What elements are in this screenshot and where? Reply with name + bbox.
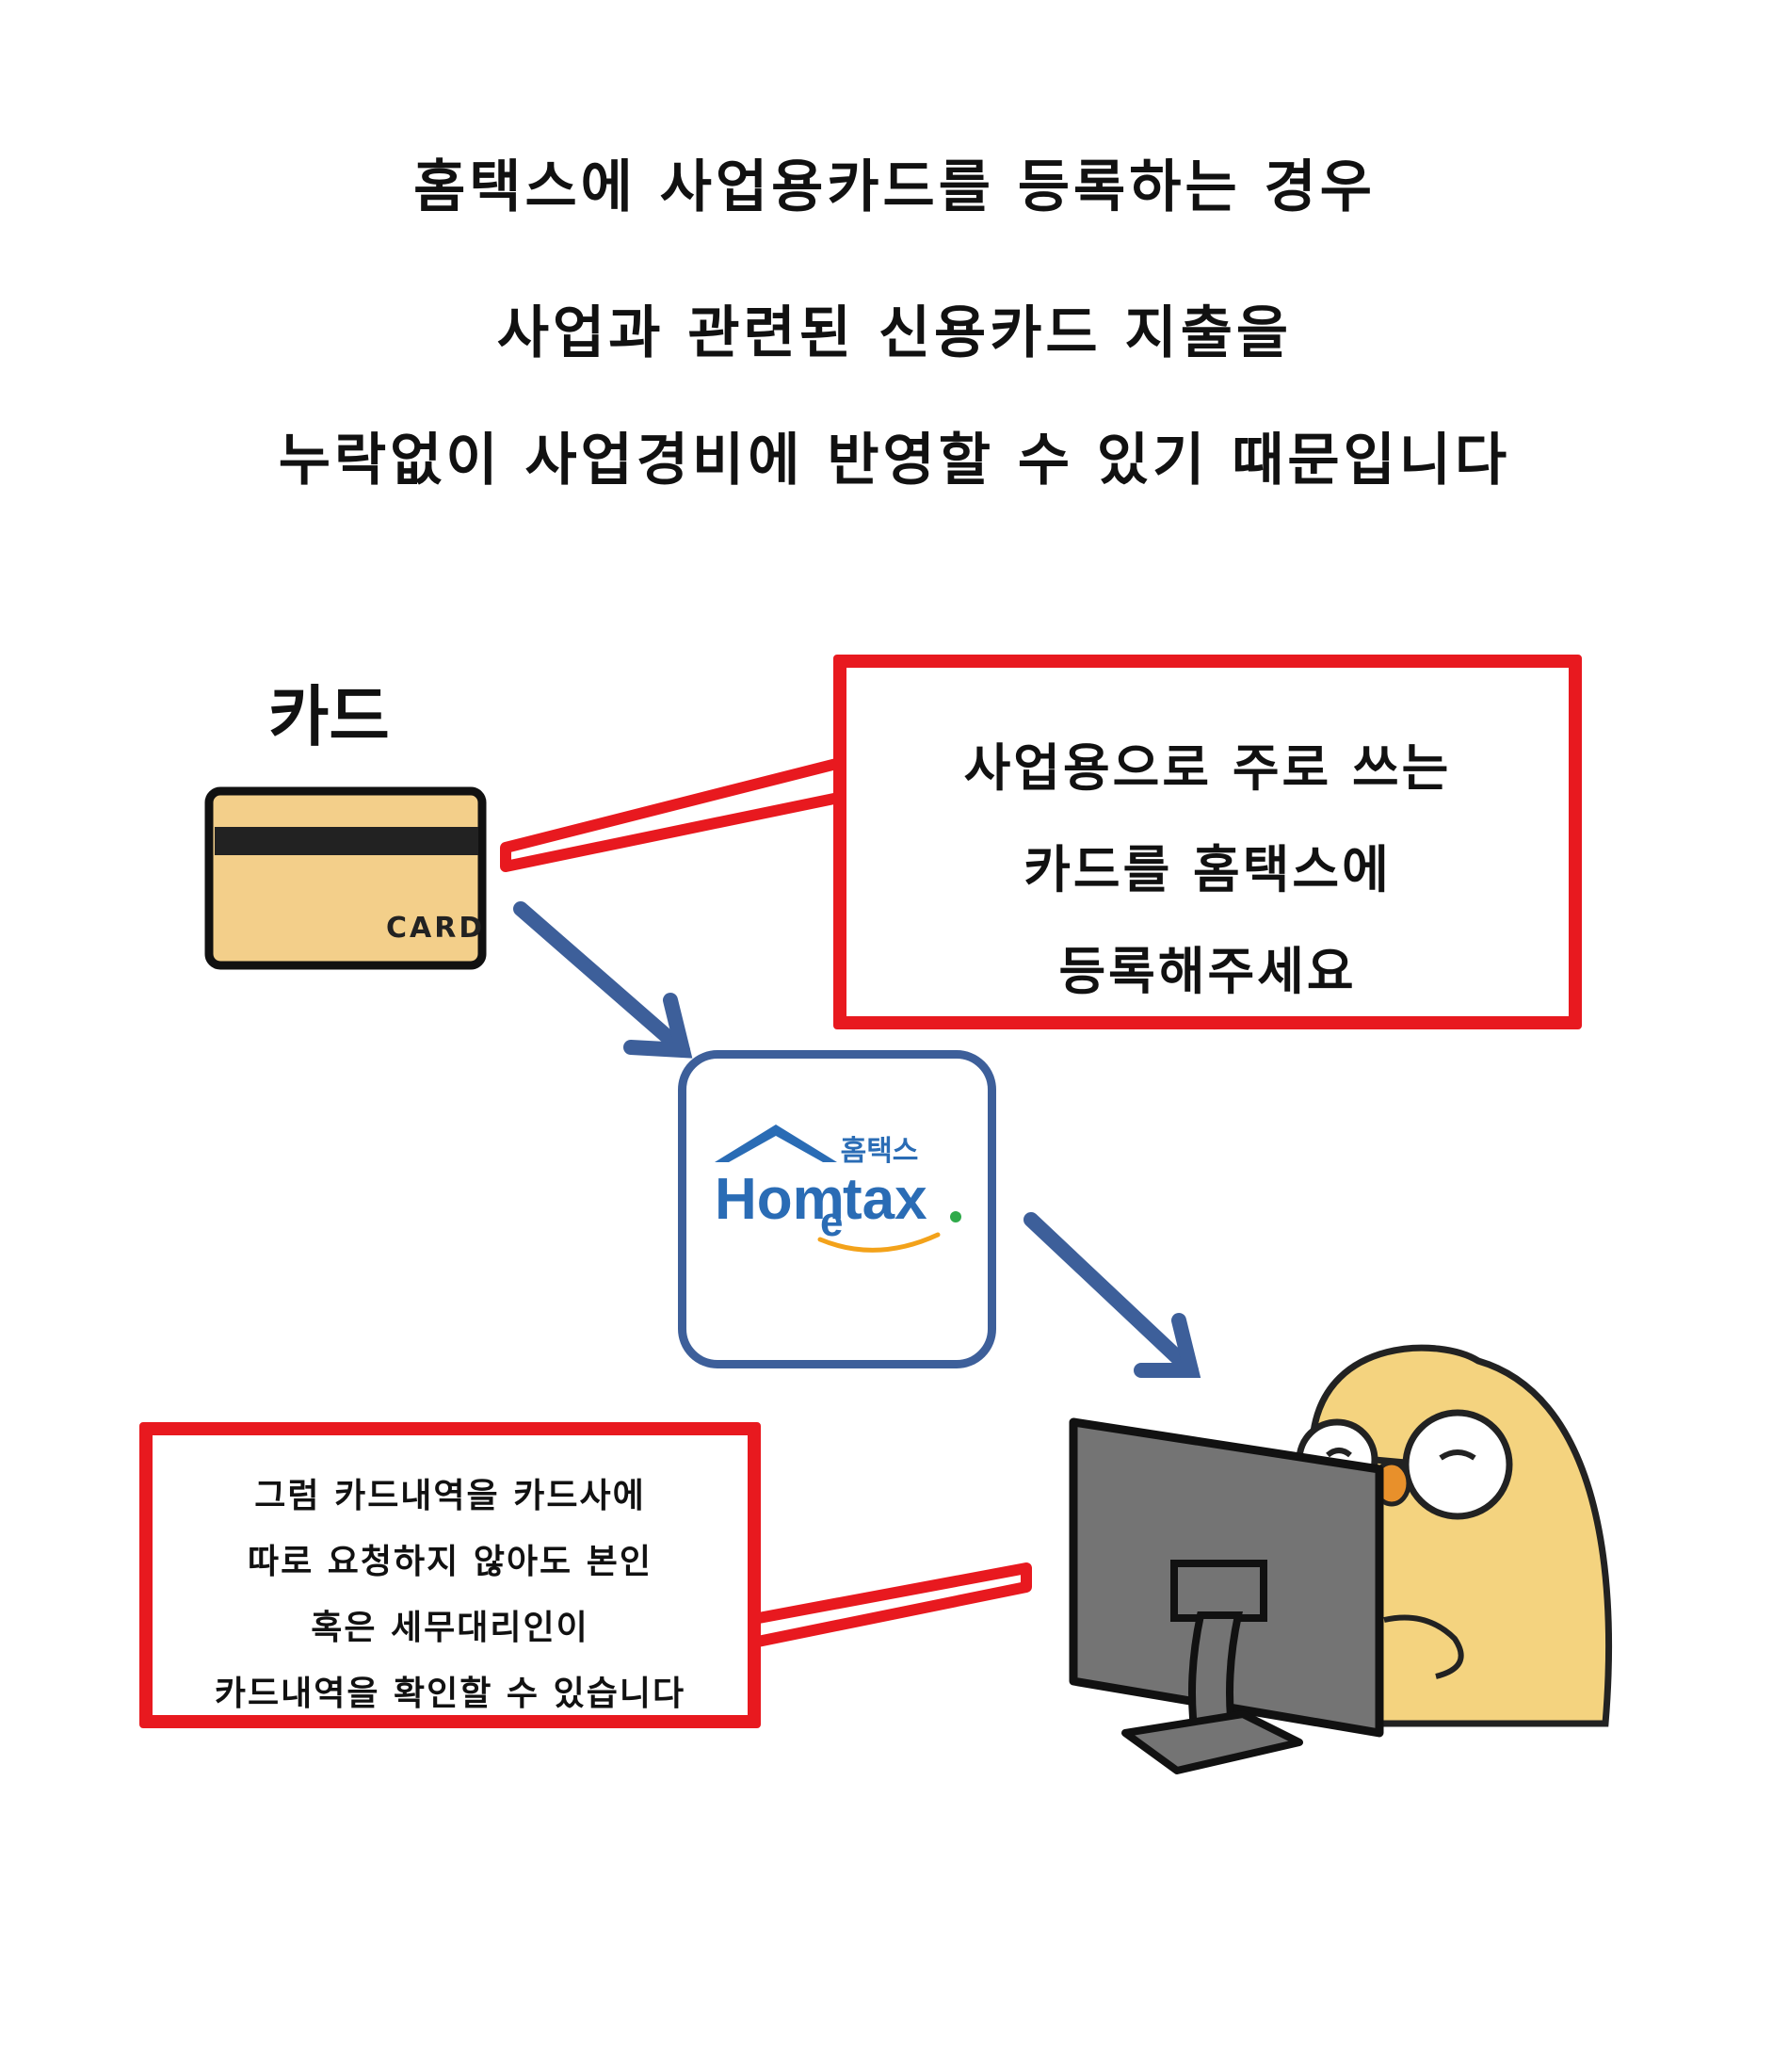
bubble-bottom-pointer <box>743 1562 1032 1649</box>
card-face-text: CARD <box>386 912 485 945</box>
bubble-top-line-1: 사업용으로 주로 쓰는 <box>963 738 1452 798</box>
speech-bubble-top: 사업용으로 주로 쓰는 카드를 홈택스에 등록해주세요 <box>833 655 1582 1029</box>
hometax-app-icon: 홈택스 Hom e tax <box>678 1050 996 1368</box>
card-label: 카드 <box>268 678 390 755</box>
heading-line-2: 사업과 관련된 신용카드 지출을 <box>496 300 1293 366</box>
arrow-hometax-to-monitor <box>1023 1212 1201 1378</box>
hometax-wordmark-e: e <box>820 1199 843 1245</box>
bubble-bottom-line-4: 카드내역을 확인할 수 있습니다 <box>214 1675 686 1713</box>
bubble-bottom-line-3: 혹은 세무대리인이 <box>311 1609 589 1647</box>
hometax-wordmark-hom: Hom <box>715 1167 845 1232</box>
bubble-top-pointer <box>500 755 853 872</box>
bubble-top-line-3: 등록해주세요 <box>1058 942 1357 1001</box>
heading-line-3: 누락없이 사업경비에 반영할 수 있기 때문입니다 <box>278 428 1511 494</box>
credit-card-icon: CARD <box>204 786 487 970</box>
heading-line-1: 홈택스에 사업용카드를 등록하는 경우 <box>413 154 1376 220</box>
bubble-top-line-2: 카드를 홈택스에 <box>1023 840 1392 899</box>
hometax-wordmark-tax: tax <box>843 1167 927 1232</box>
hometax-logo: 홈택스 Hom e tax <box>715 1125 961 1253</box>
hometax-korean-name: 홈택스 <box>841 1135 919 1168</box>
arrow-card-to-hometax <box>513 901 693 1059</box>
bubble-bottom-line-1: 그럼 카드내역을 카드사에 <box>254 1477 646 1515</box>
character-illustration <box>1296 1344 1613 1727</box>
speech-bubble-bottom: 그럼 카드내역을 카드사에 따로 요청하지 않아도 본인 혹은 세무대리인이 카… <box>139 1422 761 1728</box>
computer-monitor-icon <box>1069 1417 1384 1774</box>
bubble-bottom-line-2: 따로 요청하지 않아도 본인 <box>248 1543 653 1581</box>
